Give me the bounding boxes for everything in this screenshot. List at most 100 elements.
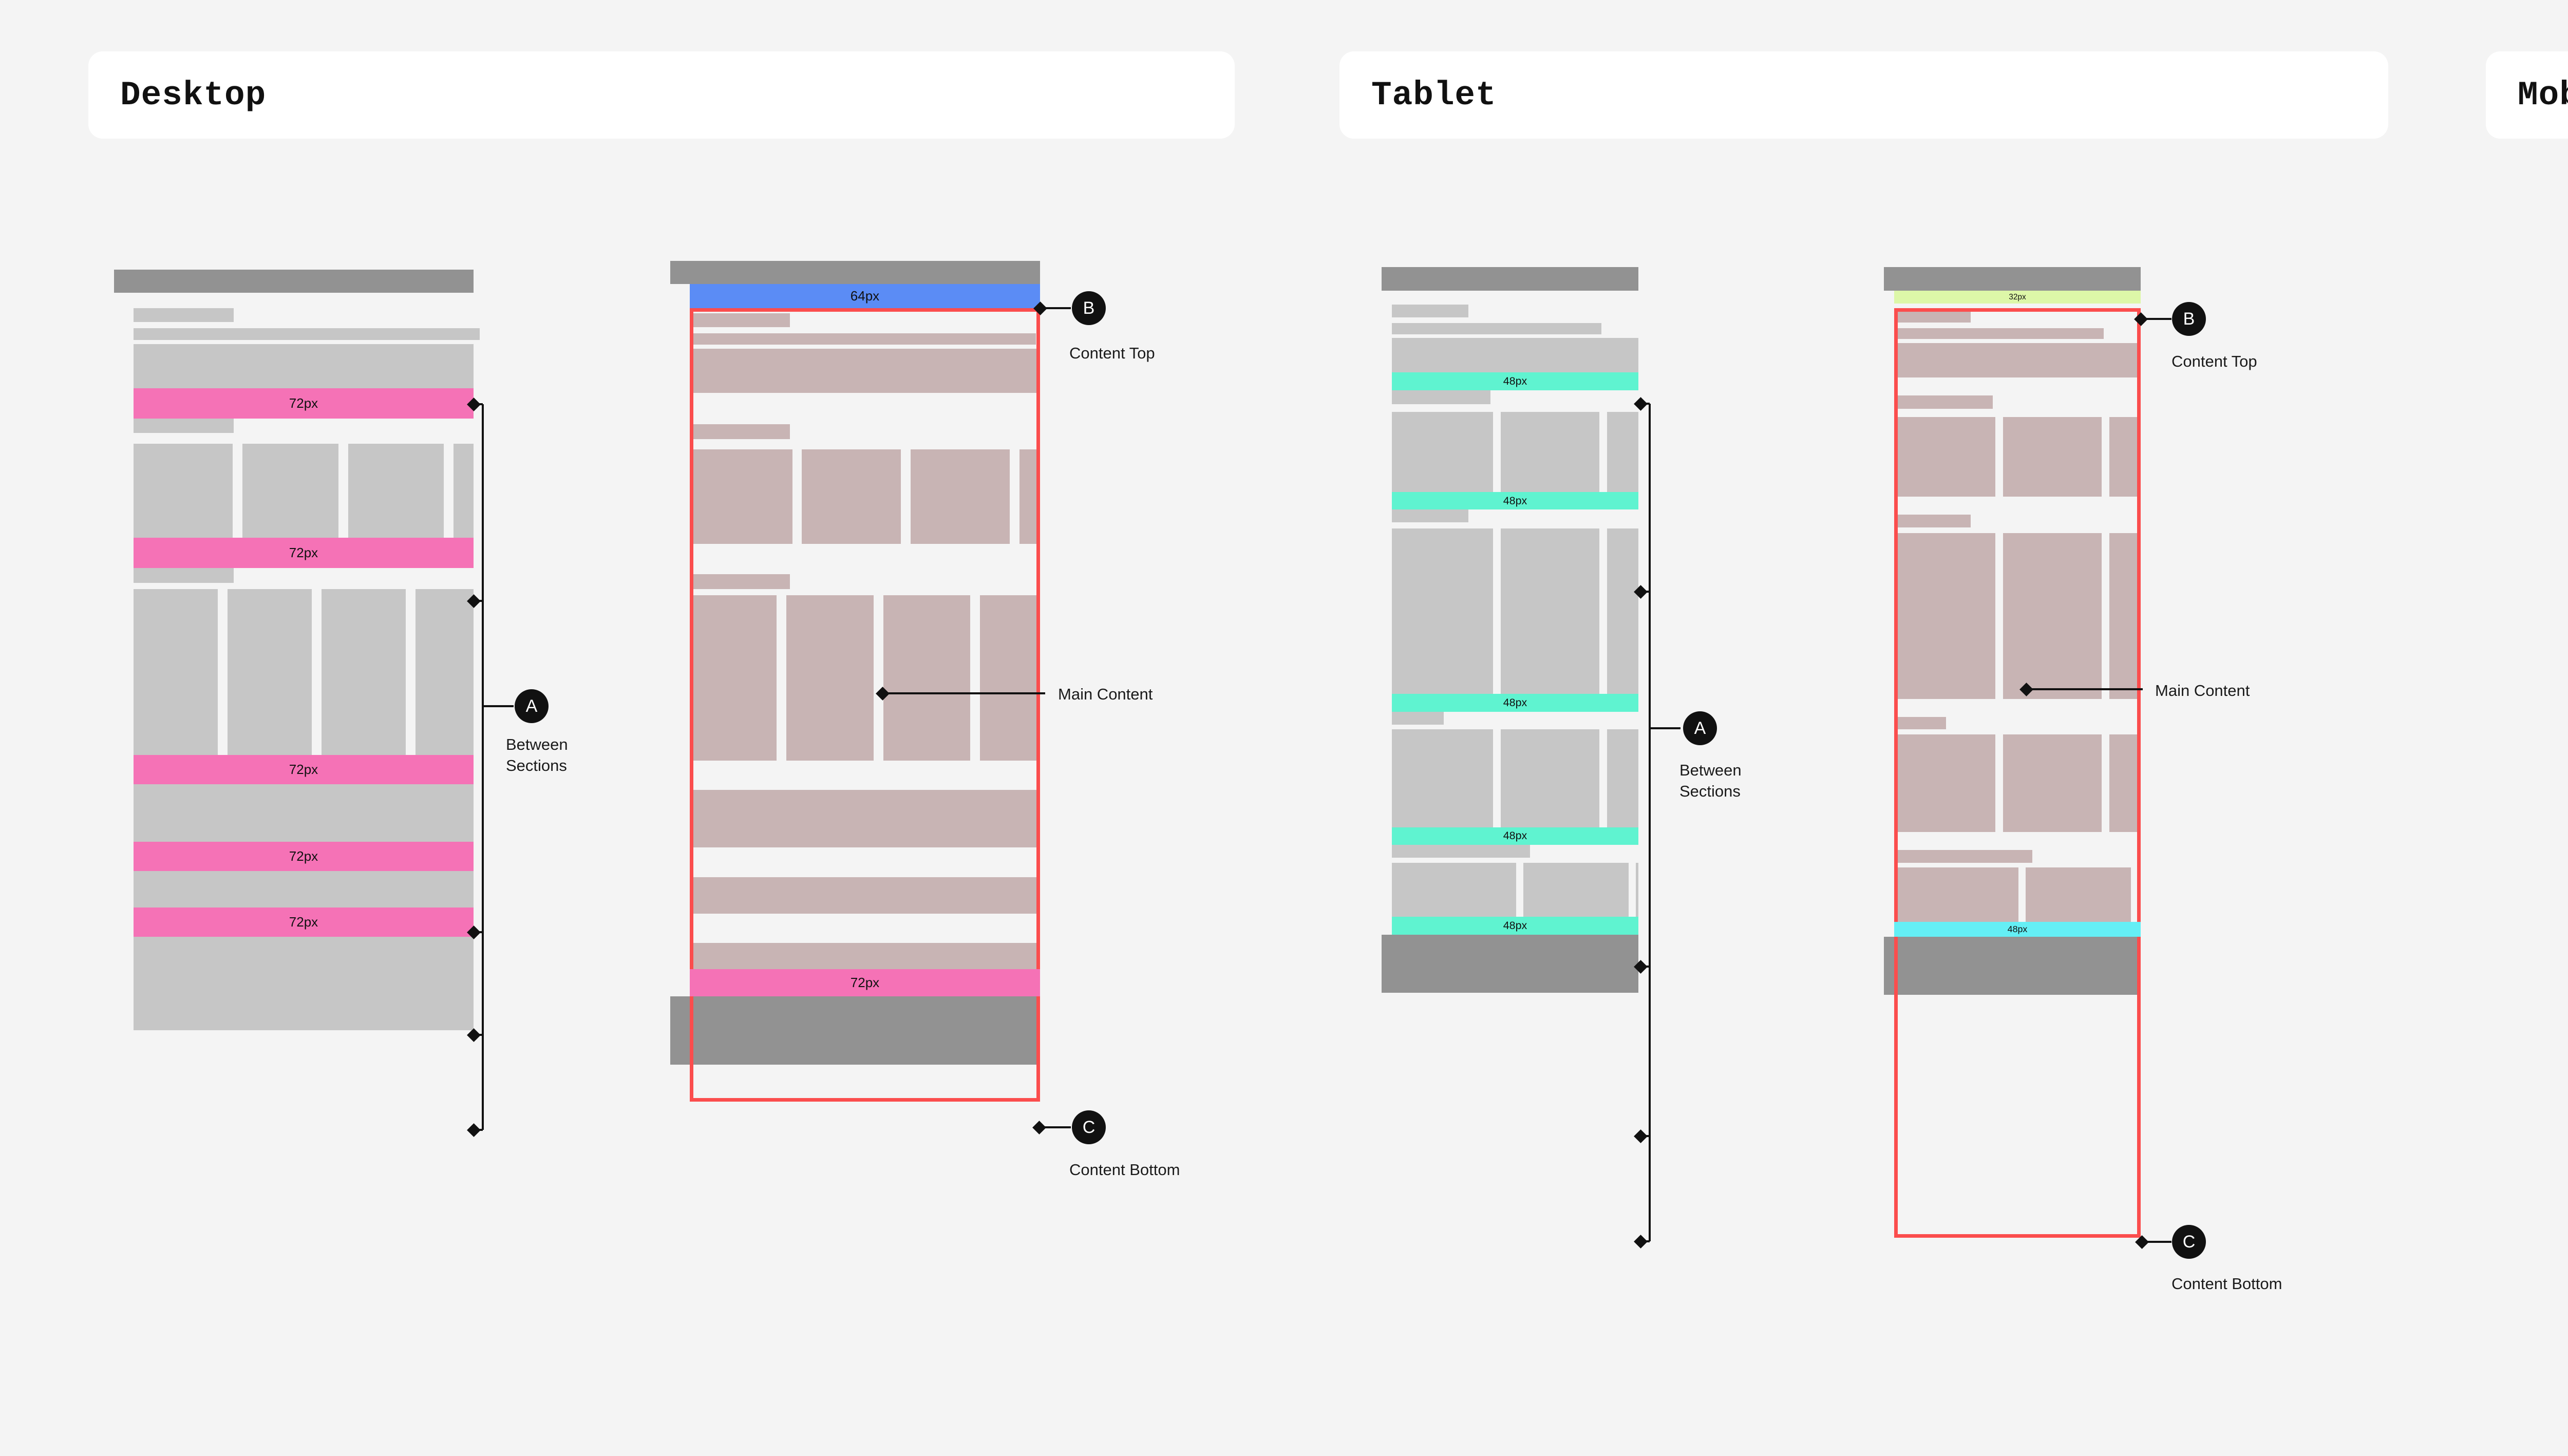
badge-tablet-c: C [2172,1225,2206,1259]
content-card [242,443,338,538]
text-placeholder-bar [1894,328,2104,339]
text-placeholder-bar [1392,323,1601,334]
content-card [2109,734,2141,833]
callout-label-tablet-b: Content Top [2172,352,2257,370]
leader-tablet-a-badge [1650,727,1680,729]
content-card [2003,533,2102,699]
text-placeholder-bar [134,308,234,322]
content-card [1636,862,1638,917]
text-placeholder-bar [690,333,1036,345]
spacing-token-32px: 32px [1894,291,2141,304]
callout-label-desktop-a: Between Sections [506,735,568,774]
content-card [1894,734,1996,833]
chrome-bar [670,261,1040,284]
leader-tablet-c [2142,1241,2172,1243]
chrome-bar [1884,936,2141,995]
spacing-token-48px: 48px [1392,372,1638,390]
content-card [1500,729,1600,827]
content-card [454,443,474,538]
content-card [2026,867,2131,922]
page-title-tablet: Tablet [1371,75,1497,115]
text-placeholder-bar [1894,309,1971,323]
badge-desktop-a: A [515,689,549,723]
content-card [1392,729,1494,827]
chrome-bar [114,270,474,293]
content-card [134,443,233,538]
badge-desktop-b: B [1072,291,1106,325]
spacing-token-48px: 48px [1894,921,2141,937]
spacing-token-48px: 48px [1392,694,1638,712]
content-block [690,790,1040,848]
callout-label-tablet-c: Content Bottom [2172,1275,2282,1293]
wireframe-desktop-plain: 72px 72px 72px 72px 72px [114,270,480,1235]
spacing-token-48px: 48px [1392,827,1638,845]
text-placeholder-bar [134,418,234,433]
text-placeholder-bar [1894,849,2032,863]
wireframe-tablet-plain: 48px 48px 48px 48px 48px [1382,267,1638,1222]
content-card [2109,533,2141,699]
content-block [690,877,1040,914]
leader-tablet-b [2141,318,2172,320]
wireframe-desktop-annotated: 64px 72px [670,261,1040,1268]
leader-desktop-b [1040,307,1071,309]
text-placeholder-bar [1392,509,1468,523]
spacing-token-48px: 48px [1392,917,1638,935]
text-placeholder-bar [1392,390,1490,404]
spacing-token-72px: 72px [134,388,474,419]
wireframe-tablet-annotated: 32px 48px [1884,267,2141,1222]
spacing-token-72px: 72px [134,907,474,937]
content-card [1392,528,1494,694]
leader-tablet-main [2026,688,2143,690]
content-card [1392,862,1516,917]
page-title-mobile: Mobile [2518,75,2568,115]
content-block [1392,338,1638,373]
badge-tablet-b: B [2172,302,2206,336]
section-header-desktop: Desktop [88,51,1235,139]
diamond-tablet-c [2135,1235,2149,1249]
content-card [2003,734,2102,833]
bracket-desktop-a [482,404,484,1130]
content-card [415,589,474,755]
content-block [690,943,1040,970]
section-header-mobile: Mobile [2486,51,2568,139]
chrome-bar [670,996,1040,1065]
content-block [1894,343,2141,378]
diamond-tablet-a-last [1634,1235,1648,1249]
text-placeholder-bar [1392,711,1444,725]
content-card [1019,449,1040,544]
text-placeholder-bar [1894,514,1971,527]
chrome-bar [1884,267,2141,291]
content-card [786,595,874,761]
content-card [1607,412,1638,492]
content-card [2138,867,2141,922]
content-card [1894,867,2018,922]
content-block [134,871,474,908]
spacing-token-64px: 64px [690,283,1040,308]
text-placeholder-bar [1894,395,1993,409]
badge-desktop-c: C [1072,1110,1106,1144]
badge-tablet-a: A [1683,711,1717,745]
text-placeholder-bar [1392,304,1468,317]
text-placeholder-bar [1392,845,1530,858]
content-card [1392,412,1494,492]
chrome-bar [1382,934,1638,993]
content-card [1500,412,1600,492]
content-card [2003,417,2102,497]
content-card [348,443,444,538]
spacing-token-72px: 72px [134,841,474,871]
content-card [227,589,312,755]
content-card [2109,417,2141,497]
content-block [134,937,474,1031]
spacing-token-48px: 48px [1392,491,1638,510]
spacing-token-72px: 72px [134,754,474,784]
spacing-token-72px: 72px [134,538,474,569]
content-block [690,349,1040,393]
spacing-token-72px: 72px [690,969,1040,997]
content-card [1523,862,1629,917]
content-block [134,344,474,388]
page-title-desktop: Desktop [120,75,267,115]
content-card [690,595,777,761]
text-placeholder-bar [690,424,790,439]
leader-desktop-a-badge [483,705,514,707]
text-placeholder-bar [690,313,790,327]
